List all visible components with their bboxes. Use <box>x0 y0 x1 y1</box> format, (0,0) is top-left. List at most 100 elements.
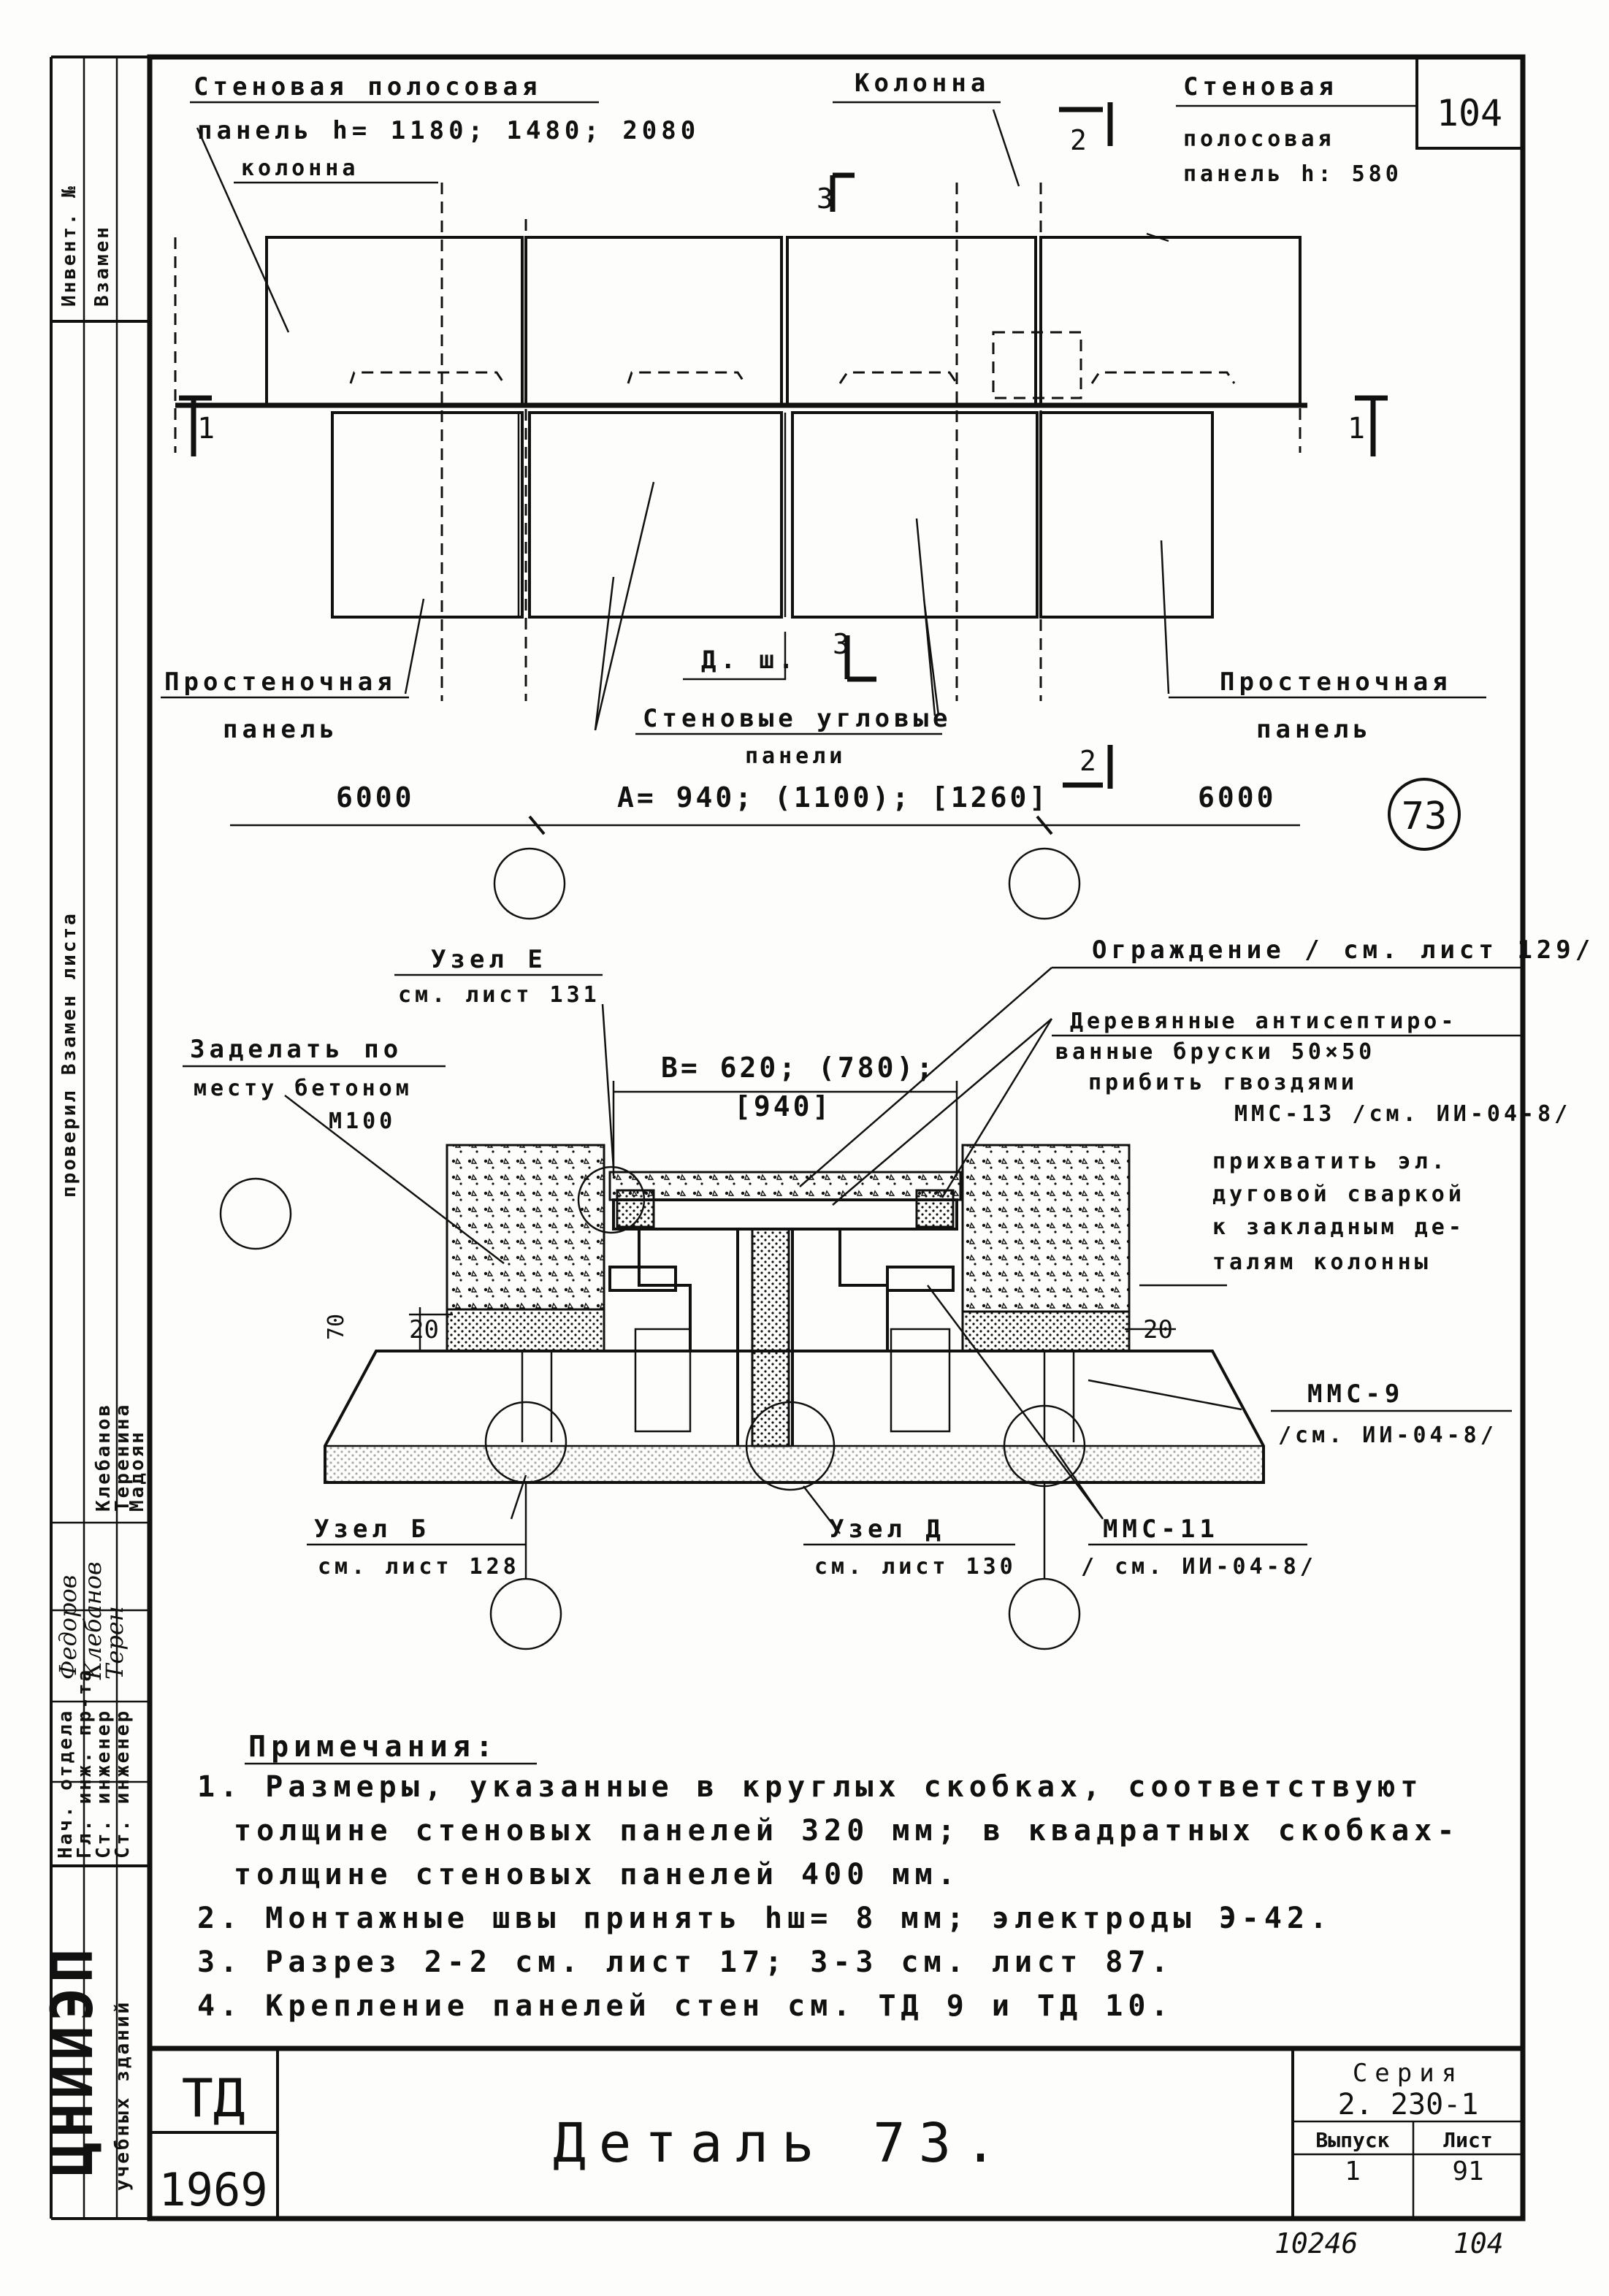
dim-mid: А= 940; (1100); [1260] <box>617 781 1049 814</box>
cut-2-bottom: 2 <box>1079 745 1096 777</box>
mms11-1: ММС-11 <box>1103 1515 1219 1544</box>
sheet-frame <box>50 54 1526 2222</box>
weld-2: дуговой сваркой <box>1212 1182 1465 1207</box>
label-pier-left-2: панель <box>223 715 339 744</box>
signature-1: Клебанов <box>79 1561 107 1680</box>
note-1c: толщине стеновых панелей 400 мм. <box>234 1858 960 1891</box>
title-main: Деталь 73. <box>553 2112 1010 2175</box>
node-circle-e <box>577 1166 646 1234</box>
cut-3-bottom: 3 <box>833 628 849 660</box>
signature-2: Терен <box>101 1606 129 1680</box>
wood-3: прибить гвоздями <box>1088 1070 1358 1095</box>
cut-3-top: 3 <box>817 183 833 215</box>
label-wall-strip-left-2: панель h= 1180; 1480; 2080 <box>197 116 700 145</box>
bottom-right-no: 104 <box>1453 2227 1504 2259</box>
issue-value: 1 <box>1345 2157 1361 2186</box>
series-label: Серия <box>1353 2059 1464 2088</box>
plan-view: 1 1 3 3 2 2 Стеновая полосовая панель h=… <box>161 69 1486 920</box>
sheet-number-box: 104 <box>1415 56 1524 150</box>
name-3: Мадоян <box>126 1430 148 1512</box>
name-1: Клебанов <box>93 1403 115 1512</box>
node-d-1: Узел Д <box>829 1515 945 1544</box>
axis-bubble-2 <box>1008 847 1081 920</box>
weld-3: к закладным де- <box>1212 1214 1465 1240</box>
note-4: 4. Крепление панелей стен см. ТД 9 и ТД … <box>197 1989 1174 2023</box>
dim-70: 70 <box>324 1314 349 1340</box>
org-subtitle: учебных зданий <box>112 2000 134 2191</box>
wood-1: Деревянные антисептиро- <box>1070 1009 1457 1034</box>
dim-b-2: [940] <box>734 1090 832 1122</box>
fence-slab <box>608 1171 962 1201</box>
note-2: 2. Монтажные швы принять hш= 8 мм; элект… <box>197 1902 1332 1935</box>
label-wall-strip-right-1: Стеновая <box>1183 72 1338 102</box>
label-column-left: колонна <box>241 156 359 181</box>
upper-strip-panels <box>174 236 1307 453</box>
series-value: 2. 230-1 <box>1338 2088 1479 2121</box>
notes-block: Примечания: 1. Размеры, указанные в круг… <box>197 1730 1454 2023</box>
note-3: 3. Разрез 2-2 см. лист 17; 3-3 см. лист … <box>197 1945 1174 1979</box>
dim-right: 6000 <box>1198 781 1277 814</box>
node-d-2: см. лист 130 <box>814 1554 1017 1580</box>
concrete-3: М100 <box>329 1109 396 1134</box>
role-2: Ст. инженер <box>93 1709 115 1859</box>
vzamen-label: Взамен <box>91 225 113 307</box>
name-2: Теренина <box>112 1403 134 1512</box>
column-axes <box>440 183 1042 701</box>
weld-1: прихватить эл. <box>1212 1149 1448 1174</box>
node-e-1: Узел Е <box>431 945 547 974</box>
staff-roles: Нач. отдела Гл. инж. пр-та Ст. инженер С… <box>51 1403 150 1859</box>
dim-20-left: 20 <box>409 1315 439 1344</box>
dim-left: 6000 <box>336 781 415 814</box>
detail-circle <box>1388 778 1461 851</box>
left-strip: Инвент. № Взамен проверил Взамен листа Н… <box>40 184 150 2191</box>
org-name: ЦНИИЭП <box>40 1944 106 2176</box>
dim-20-right: 20 <box>1143 1315 1173 1344</box>
axis-bubble-3 <box>219 1177 292 1250</box>
mms13-label: ММС-13 /см. ИИ-04-8/ <box>1234 1101 1571 1127</box>
concrete-2: месту бетоном <box>194 1076 413 1101</box>
title-block: ТД 1969 Деталь 73. Серия 2. 230-1 Выпуск… <box>150 2046 1523 2259</box>
label-pier-right-2: панель <box>1256 715 1372 744</box>
bottom-left-no: 10246 <box>1274 2227 1358 2259</box>
issue-label: Выпуск <box>1315 2128 1389 2152</box>
sheet-label: Лист <box>1443 2128 1492 2152</box>
label-wall-strip-left-1: Стеновая полосовая <box>194 72 541 102</box>
axis-bubble-5 <box>1008 1577 1081 1650</box>
wall-block-right <box>961 1144 1131 1313</box>
title-td: ТД <box>182 2067 245 2129</box>
node-e-2: см. лист 131 <box>398 982 600 1008</box>
side-words: проверил Взамен листа <box>58 911 80 1198</box>
node-b-1: Узел Б <box>314 1515 430 1544</box>
label-wall-strip-right-2: полосовая <box>1183 126 1335 152</box>
label-pier-right-1: Простеночная <box>1220 667 1452 697</box>
notes-heading: Примечания: <box>248 1730 498 1764</box>
mms9-1: ММС-9 <box>1307 1379 1404 1409</box>
role-0: Нач. отдела <box>55 1709 77 1859</box>
axis-bubble-1 <box>493 847 566 920</box>
wall-block-left <box>446 1144 605 1311</box>
role-3: Ст. инженер <box>112 1709 134 1859</box>
detail-circle-number: 73 <box>1402 795 1448 838</box>
wood-2: ванные бруски 50×50 <box>1055 1039 1375 1065</box>
label-wall-strip-right-3: панель h: 580 <box>1183 161 1402 187</box>
label-corner-2: панели <box>745 743 846 769</box>
label-column-top: Колонна <box>855 69 990 98</box>
note-1a: 1. Размеры, указанные в круглых скобках,… <box>197 1770 1423 1804</box>
title-year: 1969 <box>158 2163 267 2216</box>
cut-2-top: 2 <box>1070 124 1087 156</box>
label-dsh: Д. ш. <box>701 646 798 675</box>
invent-label: Инвент. № <box>58 184 80 307</box>
fence-label: Ограждение / см. лист 129/ <box>1092 935 1594 965</box>
mms9-2: /см. ИИ-04-8/ <box>1278 1423 1497 1448</box>
sheet-value: 91 <box>1452 2157 1483 2186</box>
section-view: В= 620; (780); [940] 20 20 70 Узел Е см.… <box>183 935 1594 1650</box>
axis-bubble-4 <box>489 1577 562 1650</box>
node-b-2: см. лист 128 <box>318 1554 520 1580</box>
weld-4: талям колонны <box>1212 1250 1432 1275</box>
label-pier-left-1: Простеночная <box>164 667 397 697</box>
cut-1-right: 1 <box>1348 412 1365 445</box>
label-corner-1: Стеновые угловые <box>643 704 952 733</box>
signature-0: Федоров <box>54 1575 82 1680</box>
concrete-1: Заделать по <box>190 1035 402 1064</box>
